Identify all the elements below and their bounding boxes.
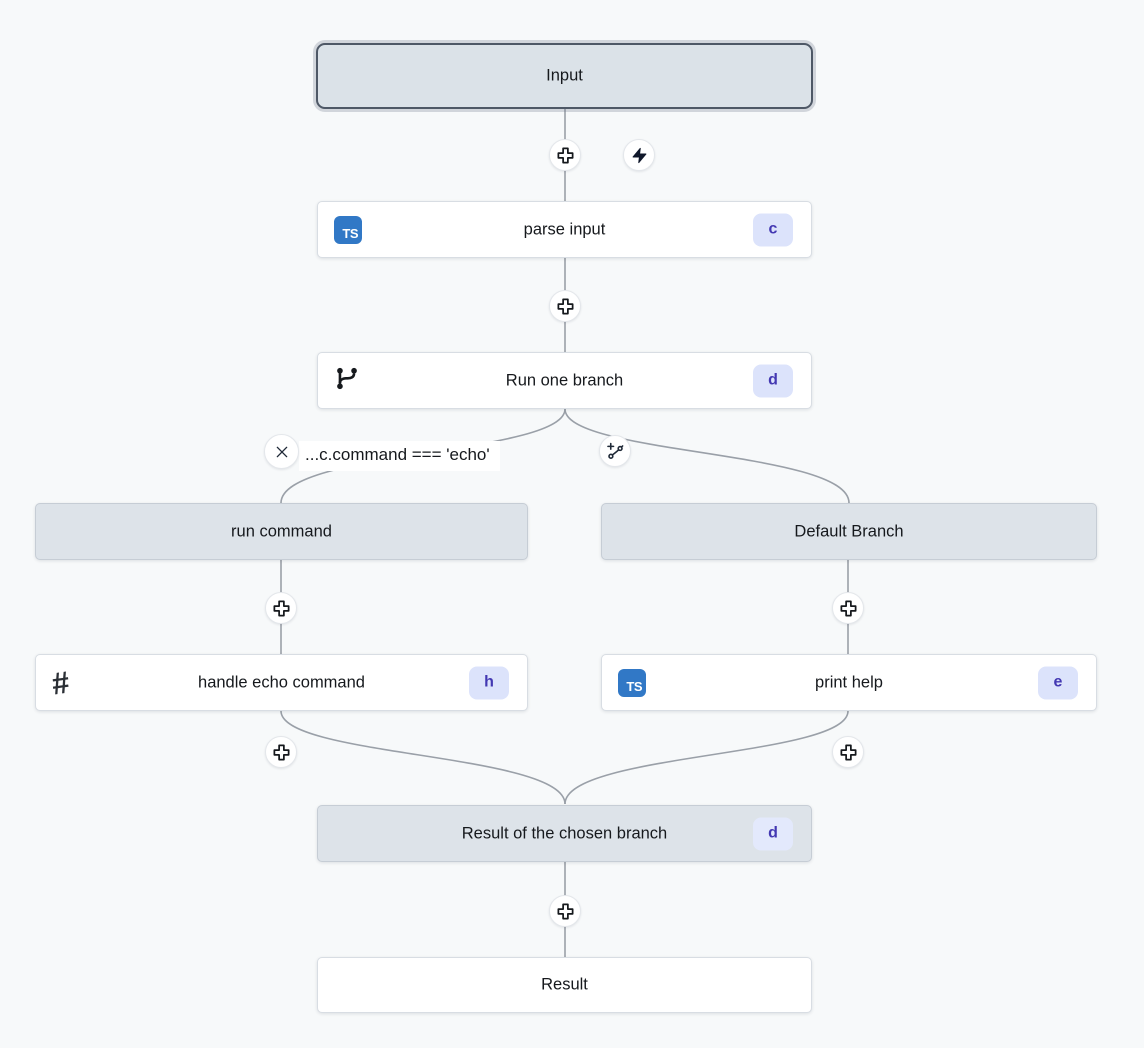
branch-condition-label[interactable]: ...c.command === 'echo' <box>299 441 500 471</box>
add-step-button[interactable] <box>265 592 297 624</box>
node-print-help-label: print help <box>815 673 883 691</box>
add-step-button[interactable] <box>549 290 581 322</box>
node-id-badge: c <box>753 213 793 246</box>
node-run-one-branch[interactable]: Run one branch d <box>317 352 812 409</box>
node-parse-input-label: parse input <box>523 220 606 238</box>
node-input-label: Input <box>546 66 583 85</box>
edge-merge-right <box>564 710 849 805</box>
edge-split-right <box>564 408 850 504</box>
node-id-badge: h <box>469 666 509 699</box>
plus-icon <box>557 298 573 314</box>
add-step-button[interactable] <box>832 736 864 768</box>
node-print-help[interactable]: TS print help e <box>601 654 1097 711</box>
trigger-button[interactable] <box>623 139 655 171</box>
node-result[interactable]: Result <box>317 957 812 1013</box>
node-id-badge: d <box>753 817 793 850</box>
add-step-button[interactable] <box>265 736 297 768</box>
bolt-icon <box>632 147 646 163</box>
node-parse-input[interactable]: TS parse input c <box>317 201 812 258</box>
plus-icon <box>273 600 289 616</box>
add-branch-button[interactable] <box>599 435 631 467</box>
add-step-button[interactable] <box>832 592 864 624</box>
node-branch-result[interactable]: Result of the chosen branch d <box>317 805 812 862</box>
node-id-badge: d <box>753 364 793 397</box>
branch-plus-icon <box>606 442 623 459</box>
plus-icon <box>840 600 856 616</box>
plus-icon <box>557 147 573 163</box>
node-id-badge: e <box>1038 666 1078 699</box>
remove-branch-button[interactable] <box>264 434 299 469</box>
typescript-icon: TS <box>618 668 646 697</box>
node-result-label: Result <box>541 975 588 994</box>
add-step-button[interactable] <box>549 139 581 171</box>
plus-icon <box>557 903 573 919</box>
x-icon <box>276 446 287 457</box>
git-branch-icon <box>334 365 360 396</box>
typescript-icon: TS <box>334 215 362 244</box>
branch-header-label: Default Branch <box>794 522 904 540</box>
node-run-one-branch-label: Run one branch <box>505 371 624 389</box>
plus-icon <box>840 744 856 760</box>
branch-header-default[interactable]: Default Branch <box>601 503 1097 560</box>
edge-merge-left <box>280 710 566 805</box>
node-branch-result-label: Result of the chosen branch <box>461 824 668 842</box>
node-input[interactable]: Input <box>316 43 813 109</box>
plus-icon <box>273 744 289 760</box>
node-handle-echo-command[interactable]: # handle echo command h <box>35 654 528 711</box>
add-step-button[interactable] <box>549 895 581 927</box>
node-handle-echo-label: handle echo command <box>198 673 365 691</box>
branch-header-run-command[interactable]: run command <box>35 503 528 560</box>
branch-header-label: run command <box>231 522 332 540</box>
